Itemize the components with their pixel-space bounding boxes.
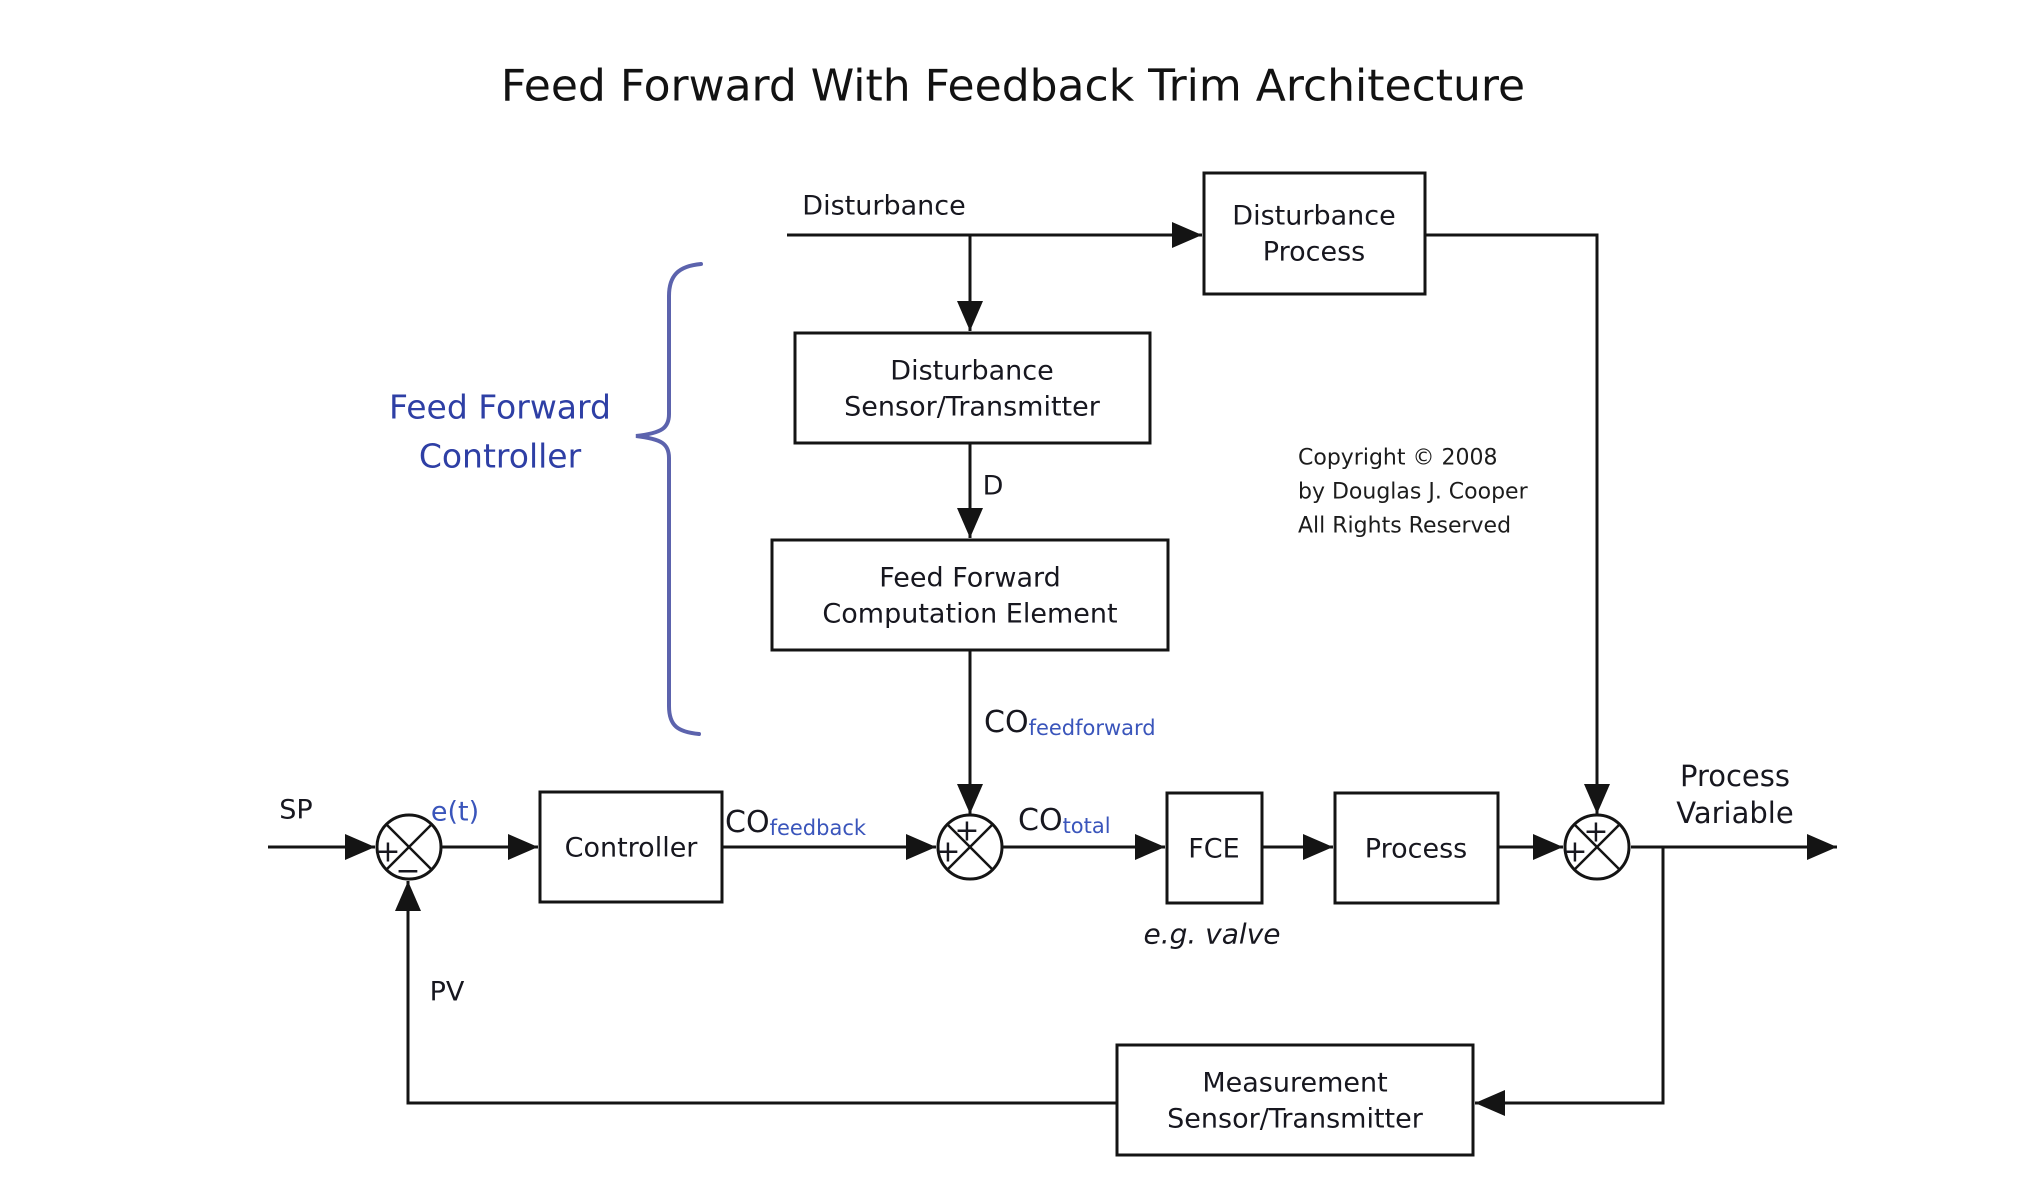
pv-branch-arrow [1475, 847, 1665, 1116]
sp-signal-label: SP [279, 795, 312, 826]
controller-box [538, 790, 724, 904]
curly-brace [635, 262, 703, 736]
disturbance-process-label-line2: Process [1263, 237, 1365, 268]
co-feedforward-main: CO [984, 705, 1029, 740]
co-total-sub: total [1063, 814, 1111, 838]
sum3-plus-left-sign: + [1562, 835, 1587, 870]
disturbance-process-box [1202, 171, 1427, 296]
co-feedback-label: COfeedback [725, 805, 867, 841]
sum-junction-process-variable: + + [1562, 813, 1631, 881]
disturbance-sensor-box [793, 331, 1152, 445]
pv-signal-label: PV [430, 977, 465, 1008]
measurement-sensor-box [1115, 1043, 1475, 1157]
ff-computation-label-line1: Feed Forward [879, 563, 1061, 594]
fce-box [1165, 791, 1264, 905]
sum1-plus-sign: + [375, 835, 400, 870]
co-feedforward-label: COfeedforward [984, 705, 1156, 741]
co-total-main: CO [1018, 803, 1063, 838]
fce-label: FCE [1188, 834, 1239, 865]
sum2-plus-top-sign: + [954, 814, 979, 849]
sum2-plus-left-sign: + [935, 835, 960, 870]
co-feedback-sub: feedback [770, 816, 867, 840]
disturbance-signal-label: Disturbance [802, 191, 965, 222]
process-variable-label-line1: Process [1680, 759, 1790, 793]
disturbance-sensor-label-line2: Sensor/Transmitter [844, 392, 1101, 423]
disturbance-process-output-arrow [1425, 233, 1610, 814]
process-box [1333, 791, 1500, 905]
ff-controller-annotation-line2: Controller [419, 437, 582, 476]
sum1-minus-sign: − [395, 854, 420, 889]
page-title: Feed Forward With Feedback Trim Architec… [501, 61, 1525, 112]
measurement-label-line1: Measurement [1202, 1068, 1387, 1099]
pv-feedback-arrow [395, 881, 1117, 1105]
error-signal-label: e(t) [431, 797, 479, 828]
co-feedback-main: CO [725, 805, 770, 840]
measurement-label-line2: Sensor/Transmitter [1167, 1104, 1424, 1135]
sum3-plus-top-sign: + [1583, 815, 1608, 850]
process-label: Process [1365, 834, 1467, 865]
sum-junction-co-total: + + [935, 813, 1004, 881]
controller-label: Controller [565, 833, 699, 864]
process-variable-label-line2: Variable [1676, 796, 1793, 830]
co-total-label: COtotal [1018, 803, 1111, 839]
disturbance-sensor-label-line1: Disturbance [890, 356, 1053, 387]
copyright-line1: Copyright © 2008 [1298, 446, 1497, 471]
disturbance-process-label-line1: Disturbance [1232, 201, 1395, 232]
co-feedforward-sub: feedforward [1029, 716, 1156, 740]
eg-valve-annotation: e.g. valve [1143, 918, 1280, 951]
copyright-line2: by Douglas J. Cooper [1298, 480, 1529, 505]
copyright-line3: All Rights Reserved [1298, 514, 1511, 539]
ff-controller-annotation-line1: Feed Forward [389, 388, 611, 427]
sum-junction-error: + − [375, 813, 443, 889]
ff-computation-box [770, 538, 1170, 652]
d-signal-label: D [983, 471, 1004, 502]
ff-computation-label-line2: Computation Element [822, 599, 1117, 630]
